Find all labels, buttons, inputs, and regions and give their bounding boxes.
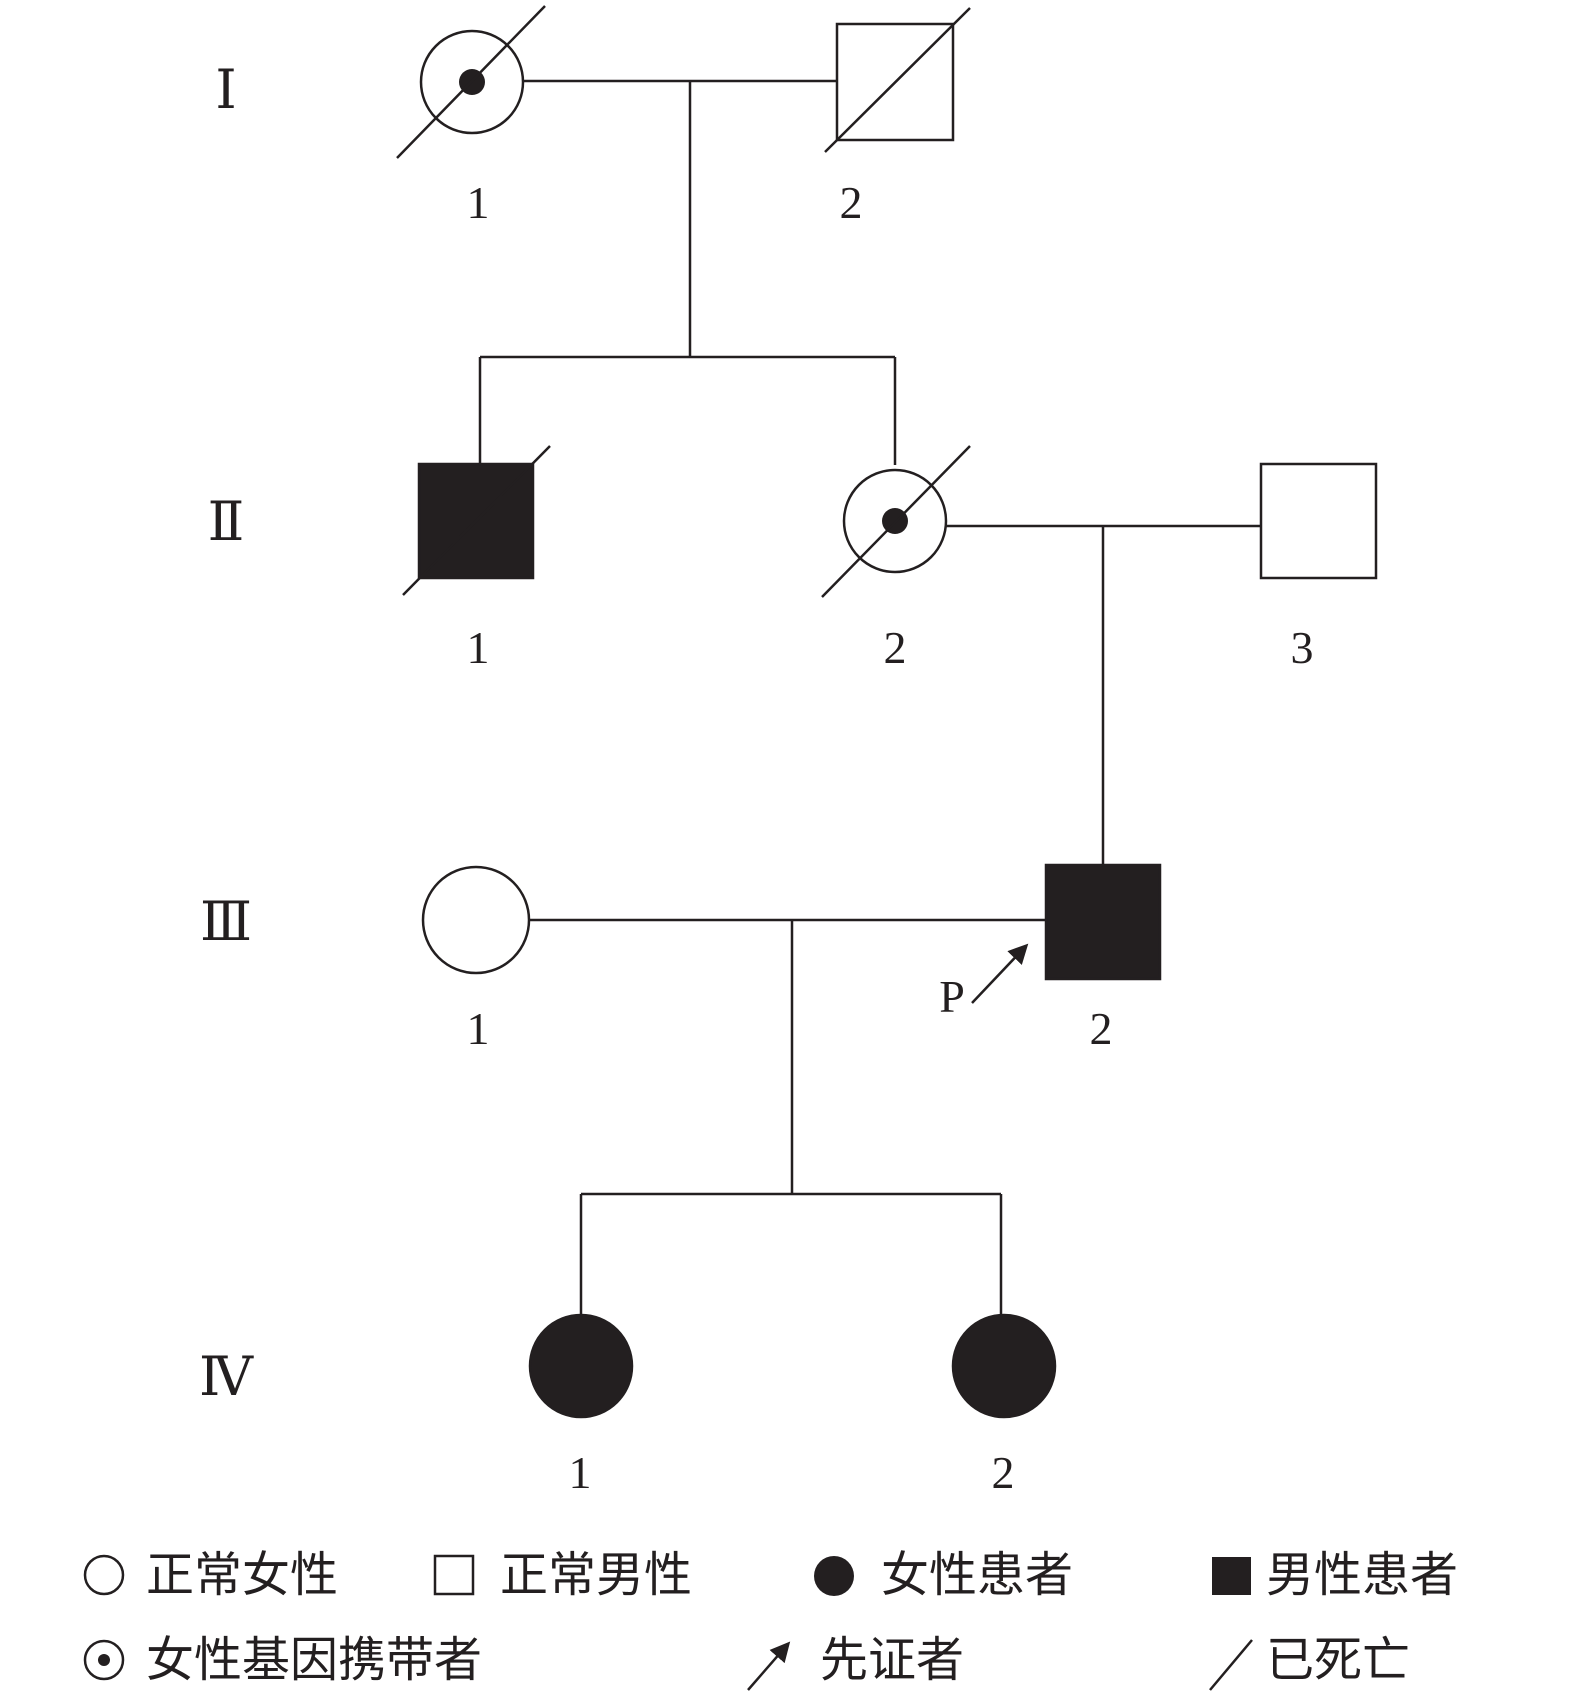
number-I-1: 1 [467,177,490,228]
legend-affected-female: 女性患者 [814,1547,1073,1603]
affected-female-icon [814,1556,854,1596]
legend-deceased: 已死亡 [1209,1632,1410,1691]
legend-affected-male-label: 男性患者 [1266,1547,1458,1603]
number-III-2: 2 [1090,1003,1113,1054]
generation-label-1: Ⅰ [215,60,236,120]
legend-affected-male: 男性患者 [1212,1547,1458,1603]
number-II-3: 3 [1291,622,1314,673]
individual-III-2 [1044,863,1162,981]
affected-male-icon [1212,1557,1251,1595]
generation-label-2: Ⅱ [208,492,245,552]
individual-IV-1 [528,1313,634,1419]
number-IV-1: 1 [569,1447,592,1498]
legend-normal-male-label: 正常男性 [500,1547,692,1603]
individual-IV-2 [951,1313,1057,1419]
normal-male-icon [433,1554,475,1596]
proband-arrow [971,943,1029,1004]
individual-II-1 [402,445,551,596]
individual-I-1 [396,5,546,159]
individual-II-2 [821,445,971,598]
legend-affected-female-label: 女性患者 [881,1547,1073,1603]
individual-III-1 [421,865,531,975]
legend-deceased-label: 已死亡 [1266,1632,1410,1688]
legend-normal-female-label: 正常女性 [146,1547,338,1603]
number-II-1: 1 [467,622,490,673]
number-II-2: 2 [884,622,907,673]
normal-female-icon [83,1554,125,1596]
proband-marker: P [939,971,965,1022]
number-I-2: 2 [840,177,863,228]
legend: 正常女性 正常男性 女性患者 男性患者 女性基因携带者 先证者 已死亡 [83,1547,1458,1691]
legend-proband: 先证者 [747,1632,964,1691]
number-III-1: 1 [467,1003,490,1054]
individual-I-2 [824,7,971,153]
individual-II-3 [1259,462,1378,580]
generation-label-4: Ⅳ [199,1347,254,1407]
legend-carrier-female: 女性基因携带者 [83,1632,482,1688]
legend-proband-label: 先证者 [820,1632,964,1688]
carrier-dot-icon [98,1654,110,1666]
legend-carrier-female-label: 女性基因携带者 [146,1632,482,1688]
legend-normal-female: 正常女性 [83,1547,338,1603]
legend-normal-male: 正常男性 [433,1547,692,1603]
deceased-slash-icon [1209,1639,1253,1691]
proband-arrow-icon [747,1641,791,1691]
generation-label-3: Ⅲ [200,892,252,952]
number-IV-2: 2 [992,1447,1015,1498]
